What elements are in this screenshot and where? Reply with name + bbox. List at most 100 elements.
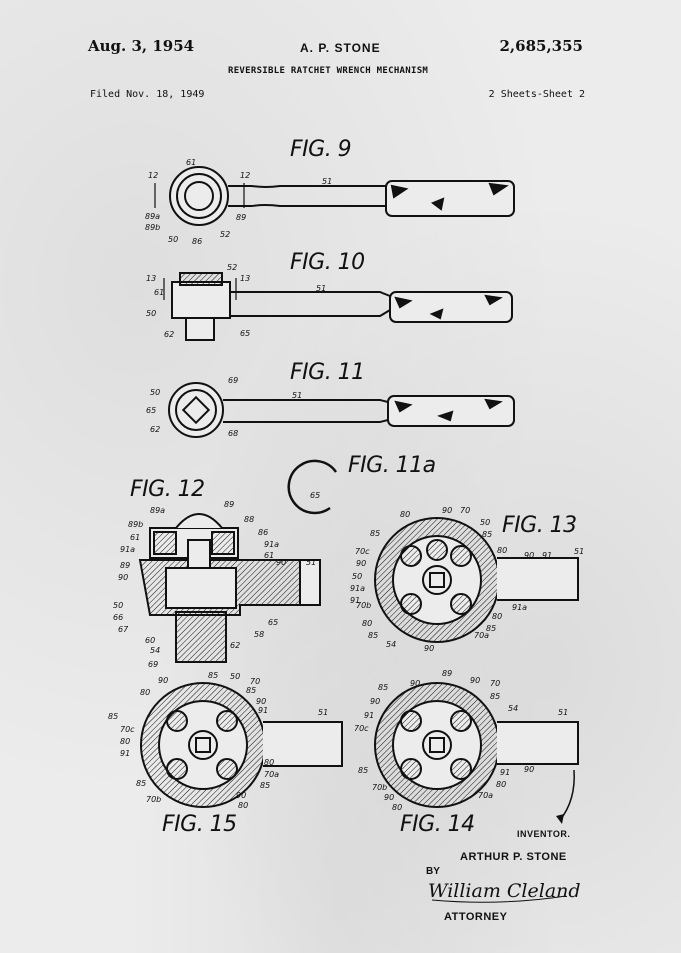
label: 70 (460, 506, 471, 515)
fig14-title: FIG. 14 (400, 812, 475, 837)
label: 70a (264, 770, 280, 779)
svg-text:William Cleland: William Cleland (428, 880, 581, 902)
label: 91 (364, 711, 375, 720)
label: 12 (148, 171, 159, 180)
label: 90 (524, 551, 535, 560)
label: 68 (228, 429, 239, 438)
label: 62 (150, 425, 161, 434)
label: 80 (362, 619, 373, 628)
label: 50 (168, 235, 179, 244)
label: 61 (154, 288, 165, 297)
label: 91a (350, 584, 366, 593)
label: 90 (158, 676, 169, 685)
label: 80 (120, 737, 131, 746)
label: 90 (424, 644, 435, 653)
label: 50 (113, 601, 124, 610)
fig11-drawing (168, 382, 515, 438)
label: 65 (310, 491, 321, 500)
label: 70c (355, 547, 370, 556)
label: 54 (386, 640, 397, 649)
patent-date: Aug. 3, 1954 (88, 37, 195, 55)
label: 51 (316, 284, 327, 293)
label: 70a (474, 631, 490, 640)
label: 89a (145, 212, 161, 221)
label: 91 (542, 551, 553, 560)
label: 91 (258, 706, 269, 715)
label: 69 (228, 376, 239, 385)
label: 62 (164, 330, 175, 339)
by-label: BY (426, 866, 440, 877)
label: 90 (256, 697, 267, 706)
label: 67 (118, 625, 129, 634)
label: 91 (350, 596, 361, 605)
label: 86 (192, 237, 203, 246)
label: 70c (354, 724, 369, 733)
label: 91 (120, 749, 131, 758)
fig12-title: FIG. 12 (130, 477, 205, 502)
label: 65 (146, 406, 157, 415)
label: 52 (227, 263, 238, 272)
fig13-drawing (374, 517, 579, 643)
label: 51 (318, 708, 329, 717)
label: 90 (442, 506, 453, 515)
label: 50 (480, 518, 491, 527)
label: 85 (378, 683, 389, 692)
label: 85 (208, 671, 219, 680)
label: 62 (230, 641, 241, 650)
label: 51 (292, 391, 303, 400)
fig11-title: FIG. 11 (290, 360, 365, 385)
fig9-drawing (154, 166, 515, 226)
fig13-title: FIG. 13 (502, 513, 577, 538)
fig10-title: FIG. 10 (290, 250, 365, 275)
label: 85 (358, 766, 369, 775)
label: 50 (230, 672, 241, 681)
label: 61 (186, 158, 197, 167)
label: 61 (264, 551, 275, 560)
label: 90 (384, 793, 395, 802)
label: 50 (146, 309, 157, 318)
label: 70 (490, 679, 501, 688)
fig9-title: FIG. 9 (290, 137, 352, 162)
patent-number: 2,685,355 (499, 37, 583, 55)
fig12-drawing (138, 513, 321, 663)
label: 89a (150, 506, 166, 515)
label: 90 (356, 559, 367, 568)
label: 70b (372, 783, 388, 792)
label: 50 (352, 572, 363, 581)
label: 50 (150, 388, 161, 397)
label: 90 (470, 676, 481, 685)
label: 91a (512, 603, 528, 612)
label: 85 (260, 781, 271, 790)
label: 90 (524, 765, 535, 774)
label: 90 (276, 558, 287, 567)
label: 90 (410, 679, 421, 688)
label: 70a (478, 791, 494, 800)
label: 70b (356, 601, 372, 610)
label: 89b (145, 223, 161, 232)
label: 60 (145, 636, 156, 645)
inventor-header: A. P. STONE (300, 41, 381, 55)
fig11a-drawing (287, 459, 338, 515)
label: 90 (118, 573, 129, 582)
label: 51 (574, 547, 585, 556)
label: 91a (264, 540, 280, 549)
fig15-title: FIG. 15 (162, 812, 237, 837)
filed-date: Filed Nov. 18, 1949 (90, 89, 205, 100)
inventor-label: INVENTOR. (517, 829, 571, 839)
fig11a-title: FIG. 11a (348, 453, 436, 478)
label: 54 (508, 704, 519, 713)
label: 54 (150, 646, 161, 655)
label: 89 (236, 213, 247, 222)
patent-title: REVERSIBLE RATCHET WRENCH MECHANISM (228, 66, 429, 76)
label: 89 (442, 669, 453, 678)
label: 61 (130, 533, 141, 542)
label: 80 (140, 688, 151, 697)
label: 80 (392, 803, 403, 812)
label: 80 (238, 801, 249, 810)
label: 51 (322, 177, 333, 186)
inventor-name: ARTHUR P. STONE (460, 851, 567, 863)
label: 85 (370, 529, 381, 538)
